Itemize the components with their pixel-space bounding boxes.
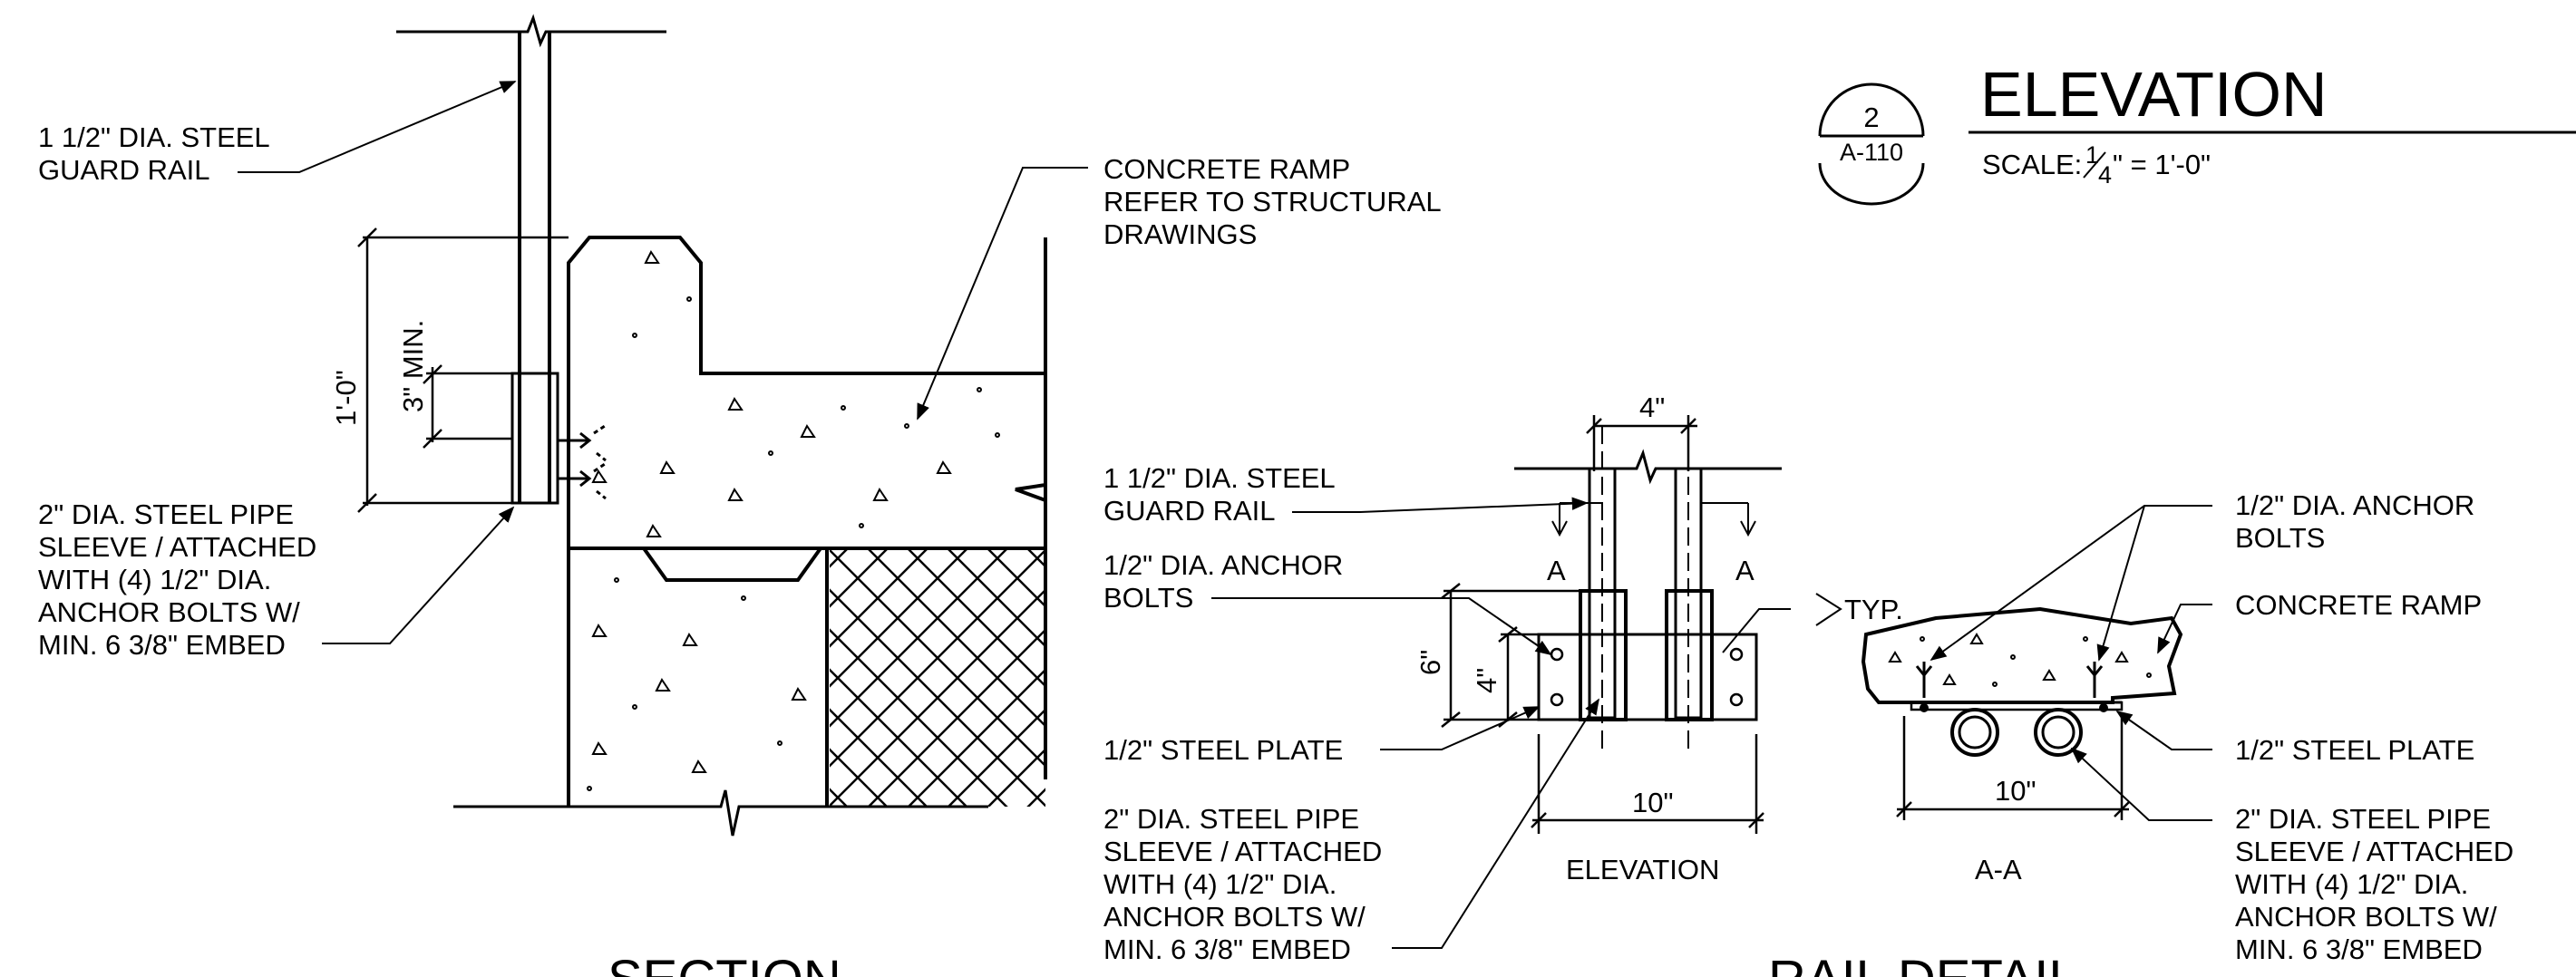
rail-detail-caption: RAIL DETAIL xyxy=(1768,950,2078,977)
rail-dim-4: 4" xyxy=(1471,668,1502,693)
section-dim-total: 1'-0" xyxy=(330,370,362,426)
title-block: 2 A-110 ELEVATION SCALE: 1 4 " = 1'-0" xyxy=(1818,59,2576,206)
aa-concrete-ramp xyxy=(1861,606,2183,704)
aa-pipe-sleeve-label: 2" DIA. STEEL PIPE SLEEVE / ATTACHED WIT… xyxy=(2235,803,2522,965)
concrete-aggregate xyxy=(587,250,1000,791)
rail-dim-6: 6" xyxy=(1414,650,1446,675)
aa-concrete-ramp-label: CONCRETE RAMP xyxy=(2235,589,2482,621)
scale-frac-num: 1 xyxy=(2085,141,2099,169)
section-dim-min: 3" MIN. xyxy=(397,320,429,412)
typ-label: TYP. xyxy=(1844,594,1903,625)
rail-elevation-drawing: A A 4" 6" 4" 10" TYP. ELEVATION 1 1/2" D… xyxy=(1103,392,2078,977)
section-guard-rail-label: 1 1/2" DIA. STEEL GUARD RAIL xyxy=(38,121,277,186)
aa-steel-plate-label: 1/2" STEEL PLATE xyxy=(2235,734,2474,766)
scale-frac-den: 4 xyxy=(2098,161,2112,189)
drawing-title: ELEVATION xyxy=(1980,59,2328,130)
rail-dim-top: 4" xyxy=(1639,392,1665,423)
aa-label: A-A xyxy=(1975,854,2022,885)
aa-dim-10: 10" xyxy=(1995,775,2036,807)
aa-aggregate xyxy=(1888,633,2152,687)
section-concrete-ramp-label: CONCRETE RAMP REFER TO STRUCTURAL DRAWIN… xyxy=(1103,153,1448,250)
rail-dim-10: 10" xyxy=(1632,787,1674,818)
scale-value: " = 1'-0" xyxy=(2113,149,2211,180)
title-bubble xyxy=(1818,82,1925,206)
aa-section-drawing: 10" A-A 1/2" DIA. ANCHOR BOLTS CONCRETE … xyxy=(1861,489,2522,965)
section-drawing: 1'-0" 3" MIN. 1 1/2" DIA. STEEL GUARD RA… xyxy=(38,14,1448,977)
rail-steel-plate-label: 1/2" STEEL PLATE xyxy=(1103,734,1343,766)
scale-label: SCALE: xyxy=(1982,149,2082,180)
section-mark-left: A xyxy=(1547,555,1566,586)
section-pipe-sleeve-label: 2" DIA. STEEL PIPE SLEEVE / ATTACHED WIT… xyxy=(38,498,325,661)
aa-anchor-bolts-label: 1/2" DIA. ANCHOR BOLTS xyxy=(2235,489,2483,554)
rail-pipe-sleeve-label: 2" DIA. STEEL PIPE SLEEVE / ATTACHED WIT… xyxy=(1103,803,1390,965)
concrete-ramp xyxy=(567,236,1047,807)
section-caption: SECTION xyxy=(608,950,841,977)
section-mark-right: A xyxy=(1735,555,1755,586)
rail-anchor-bolts-label: 1/2" DIA. ANCHOR BOLTS xyxy=(1103,549,1351,614)
sheet-number: A-110 xyxy=(1840,139,1903,166)
rail-elevation-label: ELEVATION xyxy=(1566,854,1719,885)
detail-number: 2 xyxy=(1863,102,1879,133)
rail-guard-rail-label: 1 1/2" DIA. STEEL GUARD RAIL xyxy=(1103,462,1342,527)
